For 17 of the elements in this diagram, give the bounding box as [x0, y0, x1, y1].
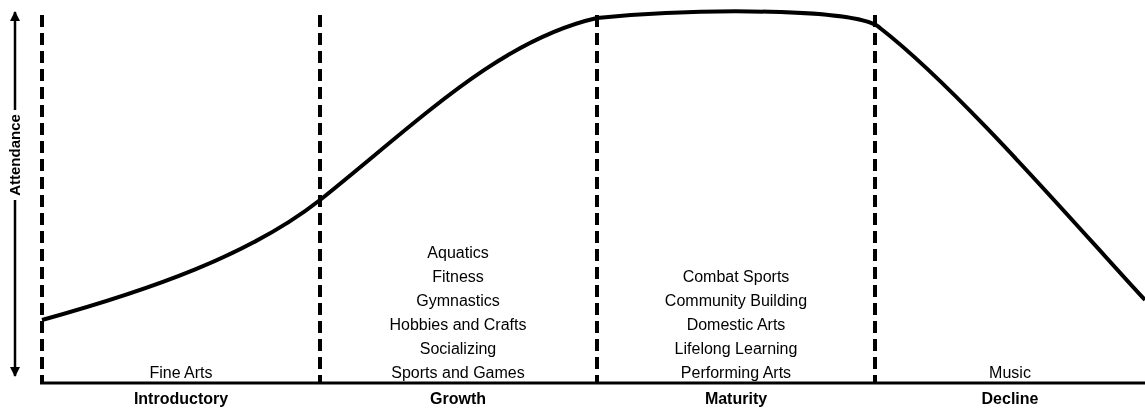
activity-label: Sports and Games [390, 363, 526, 383]
stage-label: Decline [980, 389, 1040, 409]
activity-label: Performing Arts [679, 363, 793, 383]
activity-label: Fitness [431, 267, 485, 287]
activity-label: Combat Sports [681, 267, 791, 287]
activity-label: Aquatics [426, 243, 490, 263]
activity-label: Music [988, 363, 1032, 383]
stage-label: Maturity [703, 389, 769, 409]
activity-label: Domestic Arts [685, 315, 787, 335]
activity-label: Fine Arts [148, 363, 214, 383]
activity-label: Lifelong Learning [673, 339, 799, 359]
activity-label: Hobbies and Crafts [388, 315, 528, 335]
activity-label: Socializing [418, 339, 498, 359]
stage-label: Introductory [132, 389, 230, 409]
stage-label: Growth [429, 389, 487, 409]
activity-label: Gymnastics [415, 291, 501, 311]
activity-label: Community Building [663, 291, 809, 311]
